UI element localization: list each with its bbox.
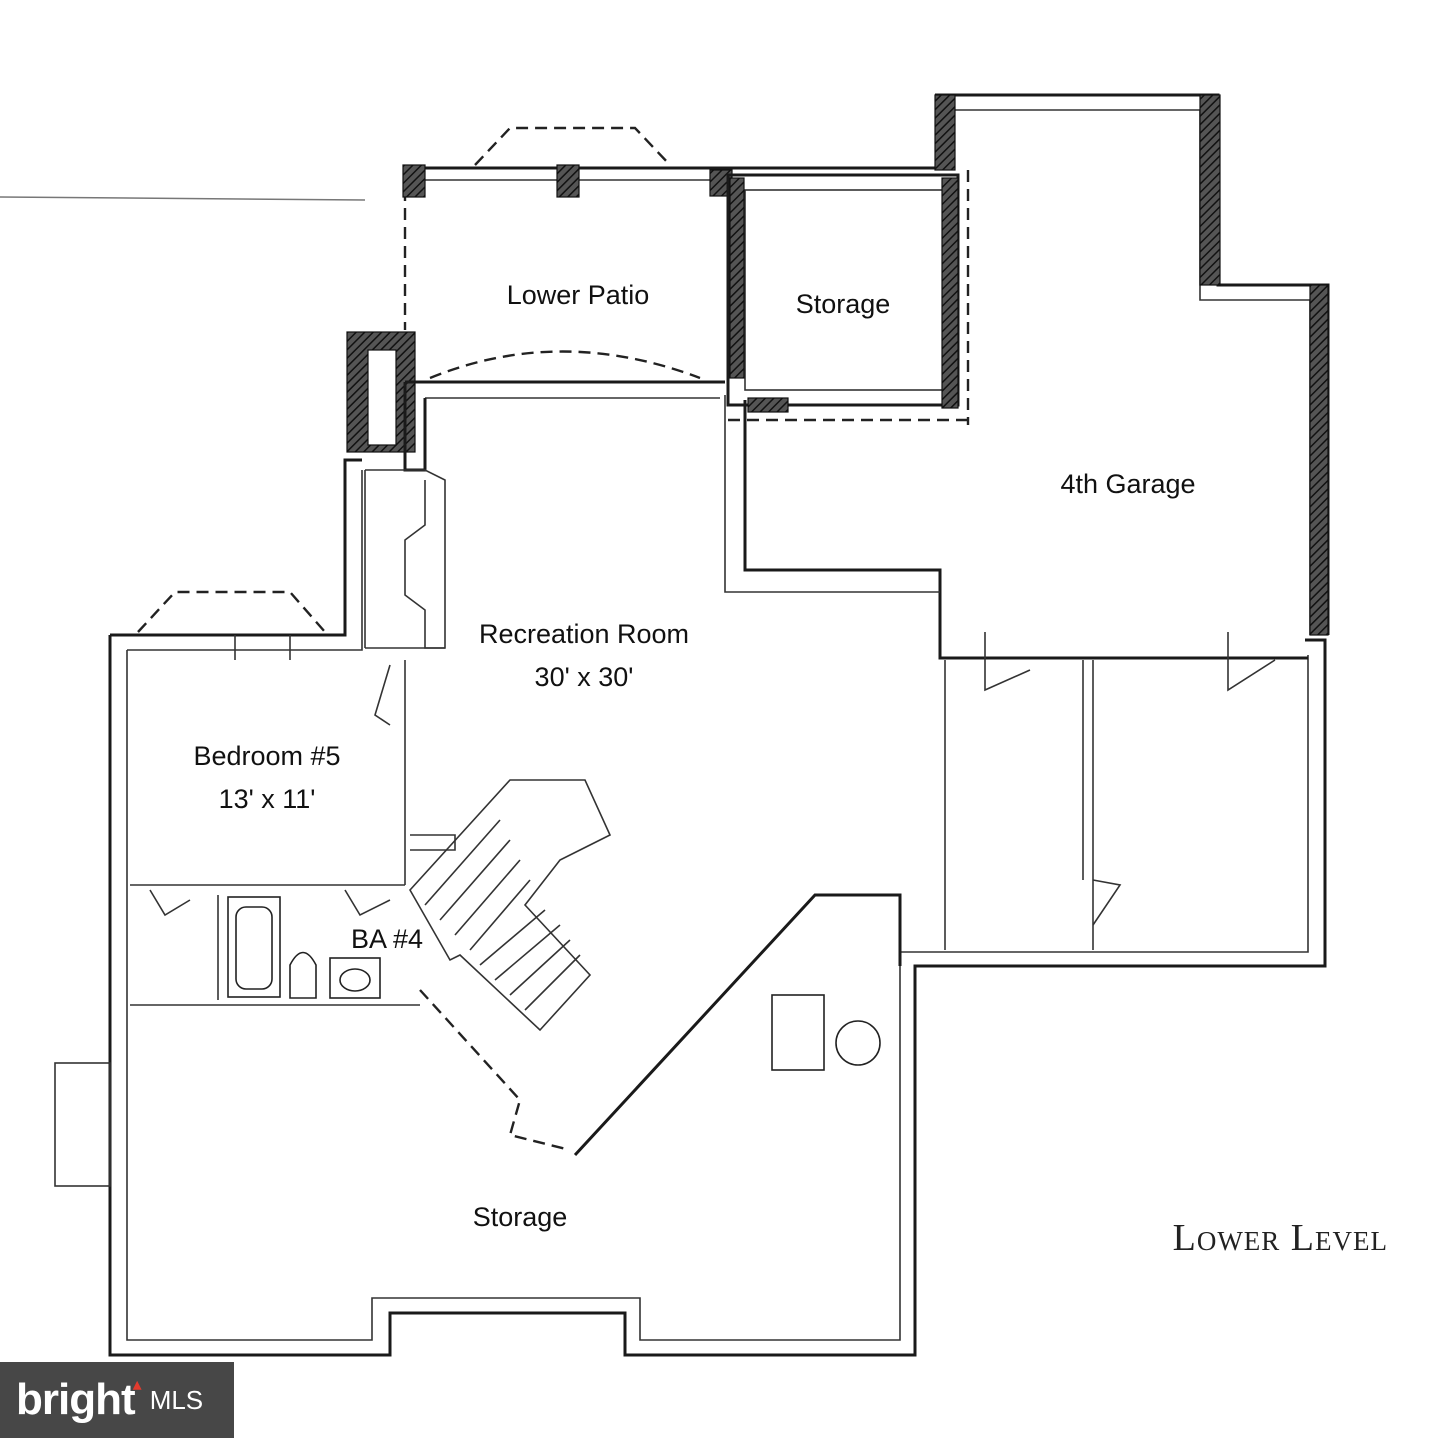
label-lower-patio: Lower Patio [507,280,650,310]
label-garage: 4th Garage [1060,469,1195,499]
label-recreation-size: 30' x 30' [535,662,634,692]
label-bedroom: Bedroom #5 [193,741,340,771]
label-bath: BA #4 [351,924,423,954]
watermark-dot-icon: ▴ [132,1373,142,1394]
plan-title: Lower Level [1173,1217,1388,1259]
bright-mls-watermark: bright ▴ MLS [0,1362,234,1438]
upper-walls [346,93,1330,660]
exterior-walls [108,458,1327,1357]
room-labels: Lower Patio Storage 4th Garage Recreatio… [193,280,1195,1232]
label-storage-upper: Storage [796,289,891,319]
watermark-brand: bright [16,1375,136,1424]
label-storage-lower: Storage [473,1202,568,1232]
interior-walls [54,380,1276,1187]
watermark-suffix: MLS [149,1384,204,1415]
label-recreation: Recreation Room [479,619,689,649]
label-bedroom-size: 13' x 11' [219,784,316,814]
staircase [409,779,612,1032]
stray-line [0,196,366,201]
